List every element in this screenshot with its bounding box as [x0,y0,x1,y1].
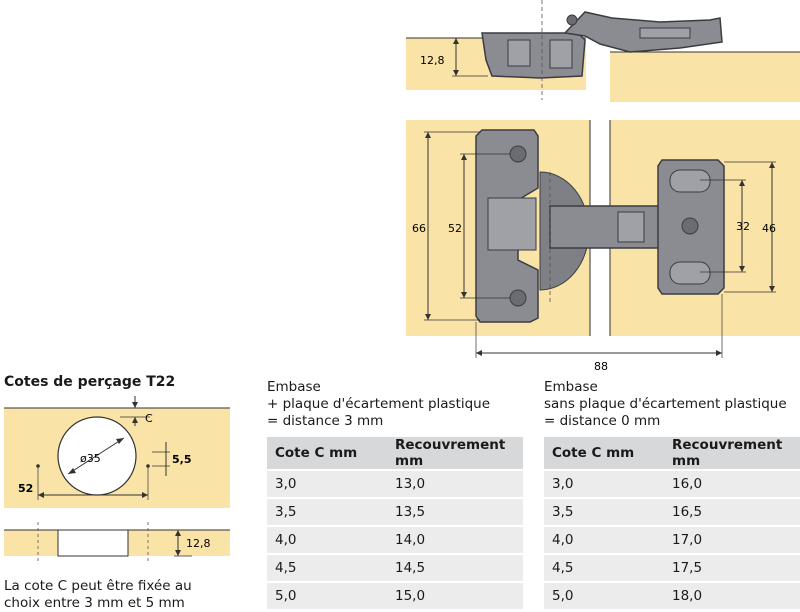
door-panel [610,52,800,102]
screw-icon [509,289,527,307]
drilling-note-line: choix entre 3 mm et 5 mm [4,595,185,611]
column-header: Cote C mm [267,437,387,470]
table-cell: 17,0 [664,525,800,554]
hinge-side-view: 12,8 [406,0,800,102]
table-cell: 4,0 [267,525,387,554]
screw-icon [681,217,699,235]
dim-66-label: 66 [412,222,426,235]
table-cell: 5,0 [267,581,387,609]
table-cell: 17,5 [664,553,800,582]
table-cell: 16,0 [664,469,800,498]
table-cell: 18,0 [664,581,800,609]
dim-55-label: 5,5 [172,453,192,466]
dim-52-drill-label: 52 [18,482,33,495]
column-header: Recouvrement mm [664,437,800,470]
table-cell: 4,5 [544,553,664,582]
dim-32-label: 32 [736,220,750,233]
table-cell: 4,5 [267,553,387,582]
hinge-front-view: 66 52 32 46 88 [406,120,800,373]
table-cell: 13,0 [387,469,523,498]
drilling-note: La cote C peut être fixée au choix entre… [4,578,192,612]
table-cell: 4,0 [544,525,664,554]
table-left-caption: Embase + plaque d'écartement plastique =… [267,379,490,430]
table-cell: 15,0 [387,581,523,609]
drilling-note-line: La cote C peut être fixée au [4,578,192,594]
table-cell: 16,5 [664,497,800,526]
c-label: C [145,412,153,425]
table-right-caption: Embase sans plaque d'écartement plastiqu… [544,379,787,430]
caption-line: = distance 0 mm [544,413,661,429]
caption-line: Embase [544,379,598,395]
drilling-title: Cotes de perçage T22 [4,374,176,390]
table-cell: 3,5 [544,497,664,526]
table-cell: 3,0 [267,469,387,498]
caption-line: sans plaque d'écartement plastique [544,396,787,412]
column-header: Recouvrement mm [387,437,523,470]
hinge-arm-front [549,205,671,249]
diameter-label: ø35 [80,452,101,465]
dim-thickness-label: 12,8 [420,54,445,67]
dim-52-label: 52 [448,222,462,235]
table-cell: 3,0 [544,469,664,498]
dim-88-label: 88 [594,360,608,373]
table-cell: 14,5 [387,553,523,582]
table-cell: 5,0 [544,581,664,609]
table-cell: 13,5 [387,497,523,526]
drilling-diagram: ø35 C 5,5 52 12,8 [4,396,230,562]
screw-icon [509,145,527,163]
dim-128-label: 12,8 [186,537,211,550]
table-cell: 14,0 [387,525,523,554]
table-cell: 3,5 [267,497,387,526]
caption-line: + plaque d'écartement plastique [267,396,491,412]
caption-line: = distance 3 mm [267,413,384,429]
dim-46-label: 46 [762,222,776,235]
caption-line: Embase [267,379,321,395]
column-header: Cote C mm [544,437,664,470]
